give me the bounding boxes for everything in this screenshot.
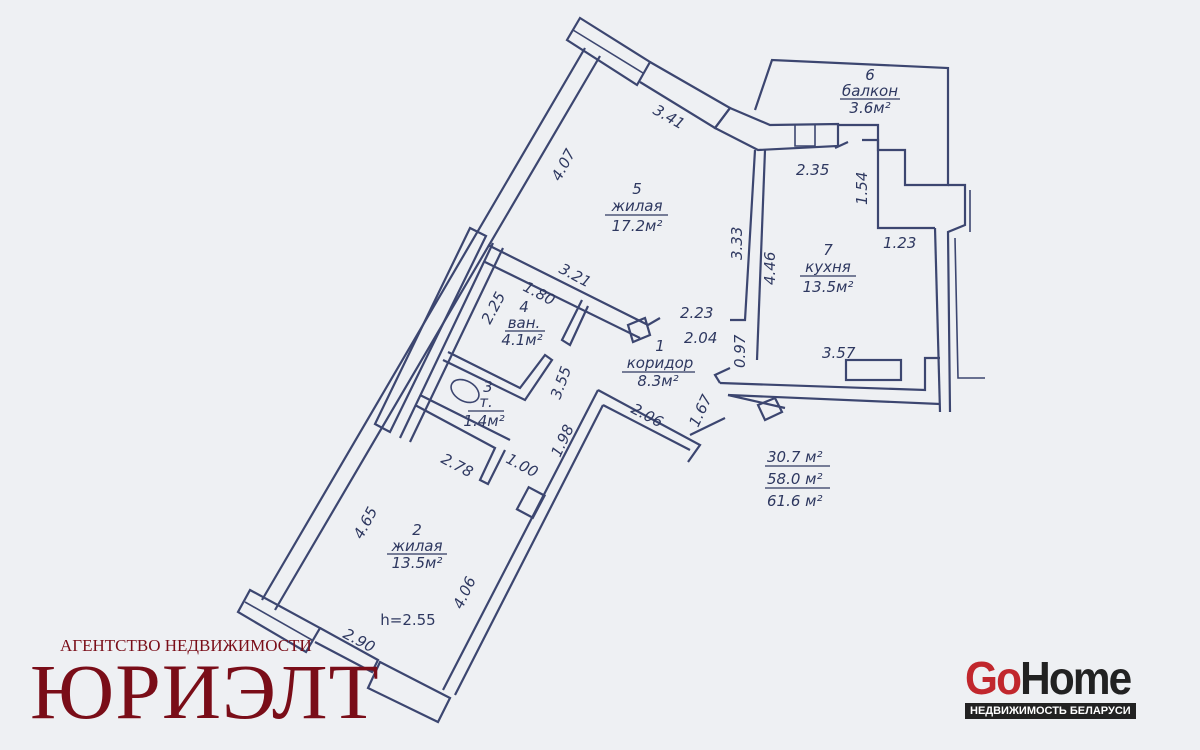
dim-label: 4.46 <box>761 252 779 285</box>
dim-label: 1.23 <box>883 234 916 252</box>
room-area: 13.5м² <box>392 554 443 572</box>
room-2: 2 жилая 13.5м² <box>387 521 447 572</box>
dim-label: 3.21 <box>556 260 594 292</box>
living-area: 30.7 м² <box>767 448 823 466</box>
room-area: 4.1м² <box>501 331 542 349</box>
walls <box>236 16 985 724</box>
dim-label: 3.55 <box>547 364 575 402</box>
room-number: 1 <box>655 337 665 355</box>
gohome-tagline: НЕДВИЖИМОСТЬ БЕЛАРУСИ <box>965 703 1136 719</box>
room-number: 3 <box>483 378 493 396</box>
total-area: 61.6 м² <box>767 492 823 510</box>
agency-name: ЮРИЭЛТ <box>30 648 380 735</box>
room-area: 17.2м² <box>612 217 663 235</box>
agency-subtitle: АГЕНТСТВО НЕДВИЖИМОСТИ <box>60 636 312 655</box>
gohome-logo: GoHome НЕДВИЖИМОСТЬ БЕЛАРУСИ <box>965 655 1145 719</box>
room-number: 2 <box>412 521 422 539</box>
dim-label: 4.06 <box>449 574 479 612</box>
dim-label: 3.33 <box>728 227 746 260</box>
room-area: 13.5м² <box>803 278 854 296</box>
room-area: 1.4м² <box>463 412 504 430</box>
dim-label: 2.04 <box>684 329 717 347</box>
dim-label: 1.54 <box>853 172 871 205</box>
room-name: жилая <box>390 537 442 555</box>
area-totals: 30.7 м² 58.0 м² 61.6 м² <box>765 448 830 510</box>
gohome-go: Go <box>965 652 1022 704</box>
room-7: 7 кухня 13.5м² <box>800 241 856 296</box>
usable-area: 58.0 м² <box>767 470 823 488</box>
room-area: 3.6м² <box>849 99 890 117</box>
room-number: 4 <box>519 298 529 316</box>
dim-label: 2.25 <box>478 289 510 327</box>
room-name: кухня <box>805 258 851 276</box>
room-6: 6 балкон 3.6м² <box>840 66 900 117</box>
room-4: 4 ван. 4.1м² <box>501 298 545 349</box>
room-number: 5 <box>632 180 642 198</box>
room-number: 7 <box>823 241 833 259</box>
dim-label: 4.65 <box>350 504 382 542</box>
dim-label: 2.23 <box>680 304 713 322</box>
dim-label: 2.78 <box>438 450 476 482</box>
room-number: 6 <box>865 66 875 84</box>
room-1: 1 коридор 8.3м² <box>622 337 695 390</box>
gohome-home: Home <box>1020 652 1132 704</box>
dimension-labels: 3.41 4.07 3.33 4.46 2.35 1.54 1.23 3.21 … <box>340 101 916 656</box>
dim-label: 3.41 <box>650 101 688 133</box>
room-5: 5 жилая 17.2м² <box>605 180 668 235</box>
room-area: 8.3м² <box>637 372 678 390</box>
room-name: коридор <box>627 354 694 372</box>
dim-label: 0.97 <box>731 334 749 368</box>
room-name: жилая <box>610 197 662 215</box>
dim-label: 2.35 <box>796 161 829 179</box>
room-name: ван. <box>508 314 541 332</box>
room-3: 3 т. 1.4м² <box>463 378 504 430</box>
dim-label: 1.00 <box>503 450 541 482</box>
room-labels: 5 жилая 17.2м² 6 балкон 3.6м² 7 кухня 13… <box>380 66 900 629</box>
room-name: балкон <box>842 82 898 100</box>
ceiling-height: h=2.55 <box>380 611 435 629</box>
dim-label: 3.57 <box>822 344 856 362</box>
dim-label: 2.06 <box>628 400 666 432</box>
dim-label: 1.98 <box>547 422 577 460</box>
dim-label: 4.07 <box>548 146 580 184</box>
room-name: т. <box>479 393 493 411</box>
agency-logo: АГЕНТСТВО НЕДВИЖИМОСТИ ЮРИЭЛТ <box>30 636 379 731</box>
